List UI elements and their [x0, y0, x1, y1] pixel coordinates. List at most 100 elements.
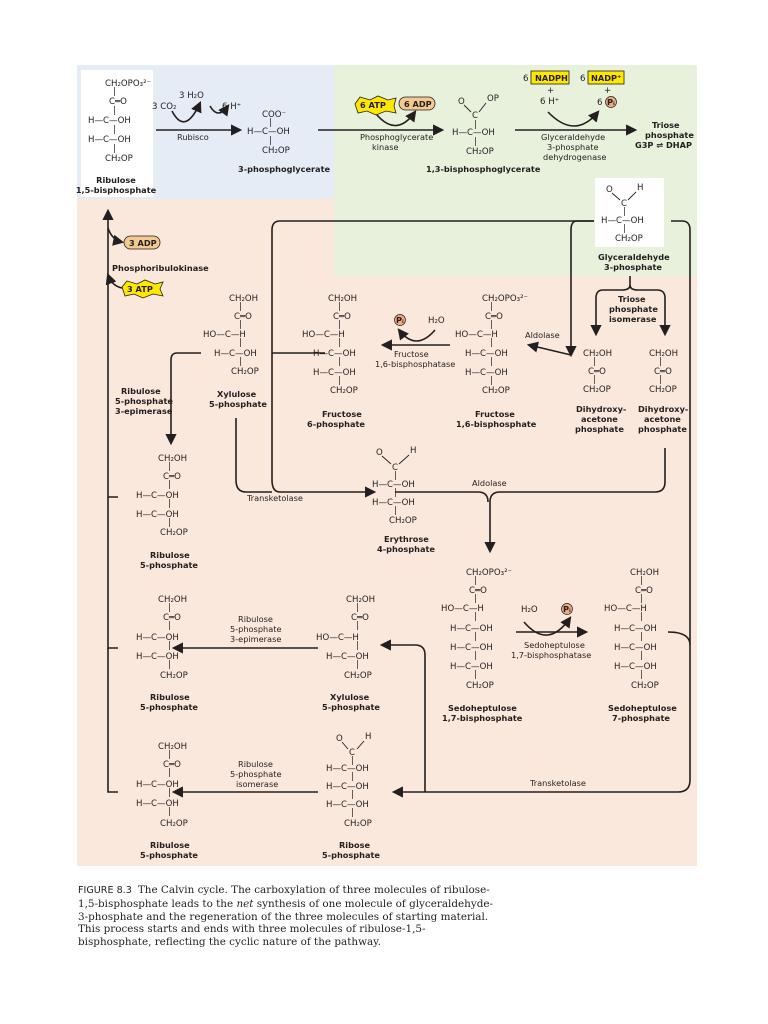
svg-text:|: |: [351, 756, 354, 766]
svg-text:|: |: [338, 357, 341, 367]
fbp-label: Fructose: [475, 409, 515, 419]
svg-text:CH₂OP: CH₂OP: [344, 819, 372, 829]
svg-text:|: |: [474, 670, 477, 680]
caption-emphasis: net: [236, 897, 254, 910]
tpi-label-2: phosphate: [609, 304, 658, 314]
svg-text:H—C—OH: H—C—OH: [372, 498, 415, 508]
sedoheptulose-bisphosphate-structure: CH₂OPO₃²⁻ | C═O | HO—C—H | H—C—OH | H—C—…: [441, 568, 512, 691]
h2o-label-fbp: H₂O: [428, 316, 445, 326]
isomerase-label-3: isomerase: [236, 779, 278, 789]
prk-label: Phosphoribulokinase: [112, 263, 209, 273]
svg-text:CH₂OP: CH₂OP: [649, 385, 677, 395]
rubisco-label: Rubisco: [177, 132, 209, 142]
svg-text:|: |: [640, 632, 643, 642]
r5p-label: Ribose: [339, 840, 370, 850]
ru5p-label-2b: 5-phosphate: [140, 702, 198, 712]
svg-text:HO—C—H: HO—C—H: [316, 633, 359, 643]
co2-label: 3 CO₂: [152, 102, 176, 112]
figure-number: FIGURE 8.3: [78, 885, 132, 896]
svg-text:|: |: [394, 506, 397, 516]
svg-text:H—C—OH: H—C—OH: [247, 127, 290, 137]
svg-text:CH₂OP: CH₂OP: [466, 147, 494, 157]
svg-text:|: |: [168, 768, 171, 778]
svg-text:C═O: C═O: [234, 312, 252, 322]
phosphoglycerate-structure: COO⁻ | H—C—OH | CH₂OP: [247, 110, 290, 156]
svg-text:HO—C—H: HO—C—H: [441, 604, 484, 614]
pi-badge-fbp: [394, 314, 406, 326]
svg-text:C═O: C═O: [163, 472, 181, 482]
svg-text:H: H: [637, 183, 643, 193]
svg-text:HO—C—H: HO—C—H: [203, 330, 246, 340]
gapdh-label-3: dehydrogenase: [543, 152, 606, 162]
s7p-label-2: 7-phosphate: [612, 713, 670, 723]
svg-text:|: |: [168, 660, 171, 670]
svg-text:H—C—OH: H—C—OH: [372, 480, 415, 490]
xu5p-label-2b: 5-phosphate: [322, 702, 380, 712]
svg-text:C: C: [621, 199, 627, 209]
svg-text:|: |: [640, 651, 643, 661]
g3p-box: [595, 178, 664, 247]
ru5p-label-3: Ribulose: [150, 840, 190, 850]
svg-text:H—C—OH: H—C—OH: [614, 643, 657, 653]
svg-text:COO⁻: COO⁻: [262, 110, 286, 120]
proton-label: 6 H⁺: [222, 102, 241, 112]
gapdh-label-2: 3-phosphate: [547, 142, 598, 152]
svg-text:|: |: [474, 137, 477, 147]
regeneration-panel: [77, 199, 697, 866]
svg-text:CH₂OH: CH₂OH: [583, 349, 612, 359]
ribulose-bisphosphate-structure: CH₂OPO₃²⁻ | C═O | H—C—OH | H—C—OH | CH₂O…: [88, 79, 151, 164]
svg-text:C═O: C═O: [635, 586, 653, 596]
s7p-label: Sedoheptulose: [608, 703, 677, 713]
svg-text:CH₂OH: CH₂OH: [328, 294, 357, 304]
svg-text:|: |: [168, 499, 171, 509]
xu5p-label-2: Xylulose: [330, 692, 370, 702]
bisphosphoglycerate-structure: O OP C | H—C—OH | CH₂OP: [452, 94, 499, 157]
svg-text:H—C—OH: H—C—OH: [326, 652, 369, 662]
adp6-badge: [398, 96, 436, 111]
svg-text:H—C—OH: H—C—OH: [326, 800, 369, 810]
svg-text:H—C—OH: H—C—OH: [601, 216, 644, 226]
epimerase-label-2b: 5-phosphate: [230, 624, 281, 634]
svg-text:H—C—OH: H—C—OH: [136, 491, 179, 501]
svg-text:C═O: C═O: [163, 760, 181, 770]
caption-text-2: synthesis of one molecule of glyceraldeh…: [78, 897, 494, 949]
svg-text:|: |: [168, 518, 171, 528]
svg-text:H—C—OH: H—C—OH: [450, 662, 493, 672]
rubp-label-2: 1,5-bisphosphate: [76, 185, 157, 195]
sbpase-label-2: 1,7-bisphosphatase: [511, 650, 591, 660]
svg-text:CH₂OH: CH₂OH: [158, 595, 187, 605]
epimerase-label-1c: 3-epimerase: [115, 406, 173, 416]
svg-text:O: O: [458, 97, 465, 107]
h6-label: 6 H⁺: [540, 97, 559, 107]
dhap-structure-1: CH₂OH | C═O | CH₂OP: [583, 349, 612, 395]
svg-text:CH₂OH: CH₂OH: [229, 294, 258, 304]
svg-text:|: |: [623, 224, 626, 234]
pga-label: 3-phosphoglycerate: [238, 164, 330, 174]
rubp-box: [81, 70, 153, 197]
svg-text:CH₂OP: CH₂OP: [389, 516, 417, 526]
svg-text:H—C—OH: H—C—OH: [214, 349, 257, 359]
svg-text:|: |: [593, 375, 596, 385]
ru5p-label-2: Ribulose: [150, 692, 190, 702]
svg-text:|: |: [269, 118, 272, 128]
svg-text:CH₂OPO₃²⁻: CH₂OPO₃²⁻: [105, 79, 151, 89]
nadph-box: [530, 70, 570, 85]
svg-text:CH₂OP: CH₂OP: [631, 681, 659, 691]
transketolase-label-2: Transketolase: [529, 778, 586, 788]
svg-text:|: |: [640, 594, 643, 604]
triose-label: Triose: [652, 120, 680, 130]
h2o-label-sbp: H₂O: [521, 605, 538, 615]
svg-text:H—C—OH: H—C—OH: [326, 764, 369, 774]
svg-text:|: |: [338, 320, 341, 330]
svg-text:H—C—OH: H—C—OH: [136, 780, 179, 790]
svg-text:|: |: [474, 651, 477, 661]
pathway-arrows: [102, 100, 691, 798]
plus-1: +: [547, 86, 554, 96]
svg-text:H—C—OH: H—C—OH: [136, 652, 179, 662]
nadph-label: NADPH: [535, 73, 568, 83]
svg-text:H—C—OH: H—C—OH: [614, 624, 657, 634]
svg-text:|: |: [474, 594, 477, 604]
svg-text:CH₂OH: CH₂OH: [630, 568, 659, 578]
svg-text:|: |: [356, 603, 359, 613]
